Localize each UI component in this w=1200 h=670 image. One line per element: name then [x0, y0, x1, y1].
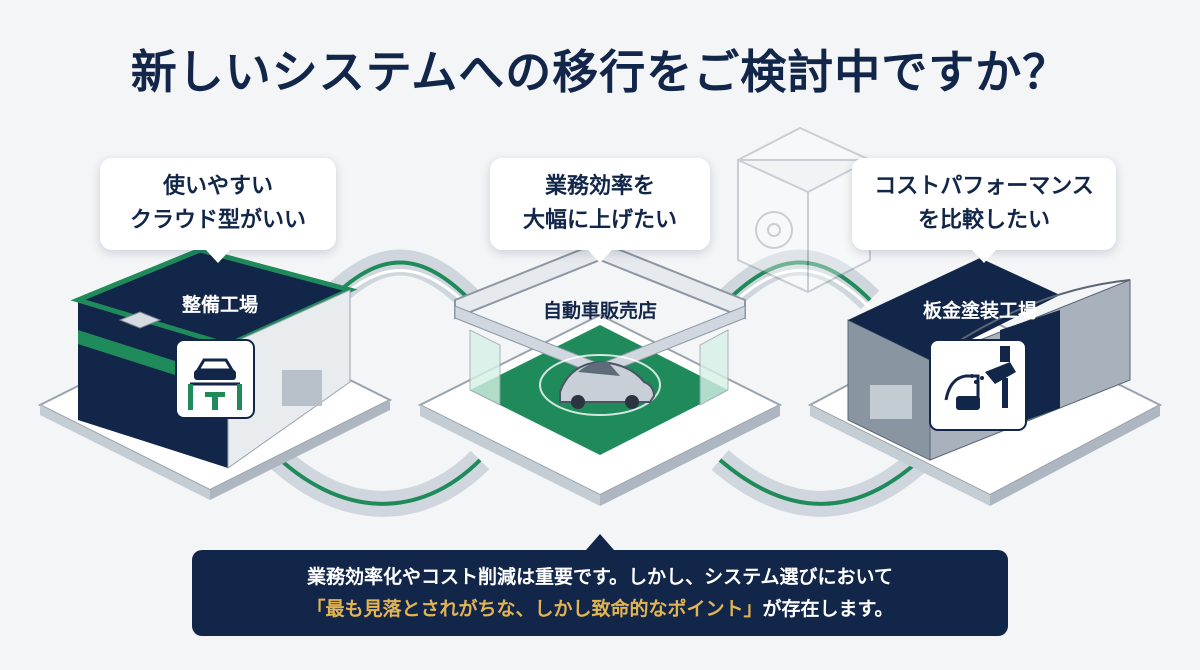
bubble-efficiency-wish: 業務効率を 大幅に上げたい	[490, 158, 710, 263]
bubble-line: 業務効率を	[544, 174, 655, 199]
dealership-building	[417, 240, 783, 506]
safe-icon	[737, 126, 871, 294]
car-icon	[559, 360, 656, 409]
bubble-line: 使いやすい	[162, 174, 273, 199]
bubble-cost-wish: コストパフォーマンス を比較したい	[852, 158, 1116, 263]
spray-gun-icon	[929, 339, 1027, 431]
message-suffix: が存在します。	[762, 598, 894, 620]
building-label-maintenance: 整備工場	[181, 294, 258, 316]
building-label-dealership: 自動車販売店	[542, 300, 657, 322]
bubble-line: 大幅に上げたい	[522, 208, 677, 233]
bubble-line: を比較したい	[917, 208, 1050, 233]
message-line-2: 「最も見落とされがちな、しかし致命的なポイント」が存在します。	[192, 593, 1008, 625]
message-box: 業務効率化やコスト削減は重要です。しかし、システム選びにおいて 「最も見落とされ…	[192, 534, 1008, 636]
car-lift-icon	[175, 339, 255, 419]
message-highlight: 「最も見落とされがちな、しかし致命的なポイント」	[306, 598, 763, 620]
bubble-line: コストパフォーマンス	[874, 174, 1094, 199]
bubble-cloud-wish: 使いやすい クラウド型がいい	[100, 158, 336, 263]
page-title: 新しいシステムへの移行をご検討中ですか？	[130, 45, 1070, 99]
message-line-1: 業務効率化やコスト削減は重要です。しかし、システム選びにおいて	[307, 566, 893, 588]
building-label-paint-shop: 板金塗装工場	[922, 300, 1037, 322]
bubble-line: クラウド型がいい	[129, 208, 306, 233]
